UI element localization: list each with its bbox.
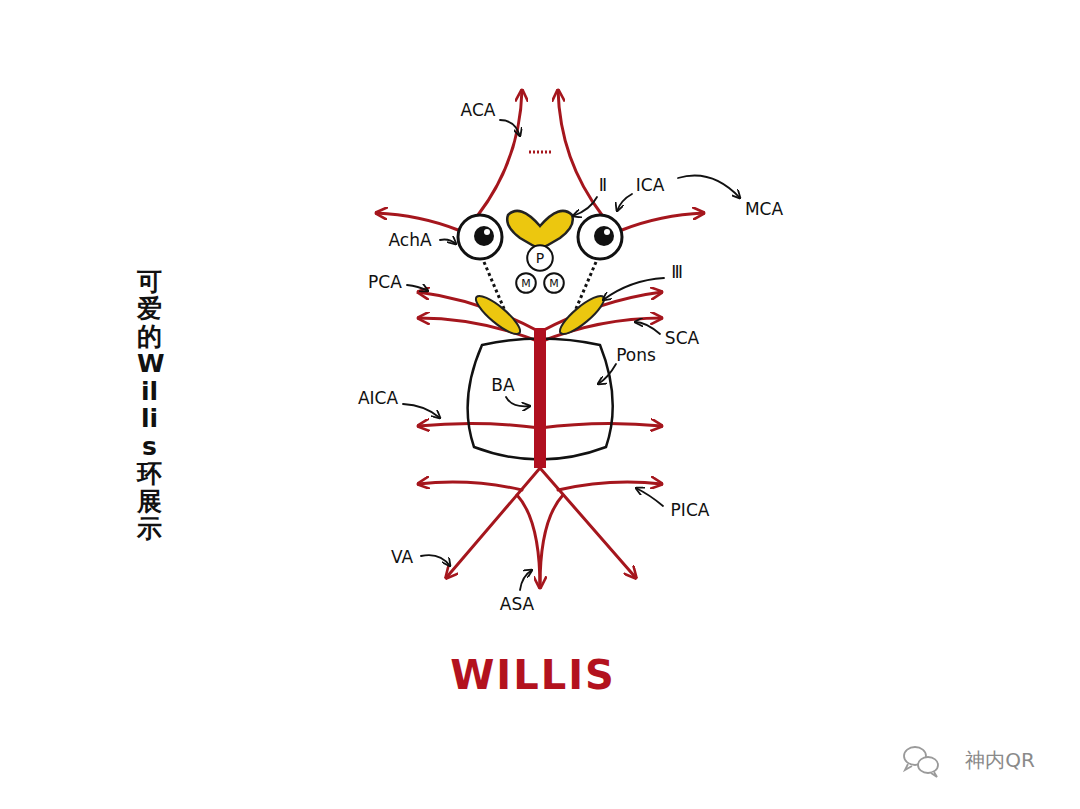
artery-label: ASA [500, 594, 534, 614]
artery-label: MCA [745, 199, 783, 219]
artery-label: SCA [665, 328, 699, 348]
node-text: M [515, 272, 537, 294]
pituitary-circle: P [526, 244, 554, 272]
mammillary-circle: M [543, 272, 565, 294]
artery-label: AchA [388, 230, 431, 250]
nerve-label: Ⅱ [599, 175, 607, 195]
watermark: 神内QR [965, 747, 1035, 774]
artery-label: AICA [358, 388, 398, 408]
artery-label: PCA [368, 272, 402, 292]
structure-label: Pons [616, 345, 656, 365]
leader-lines [403, 120, 740, 590]
nerve-label: Ⅲ [671, 262, 683, 282]
artery-label: PICA [671, 500, 710, 520]
wechat-icon [904, 747, 938, 777]
basilar-artery [534, 328, 546, 468]
oculomotor-nerves [471, 291, 608, 339]
node-text: P [526, 244, 554, 272]
vessels [376, 90, 704, 588]
artery-label: ACA [461, 100, 496, 120]
node-text: M [543, 272, 565, 294]
artery-label: BA [491, 375, 514, 395]
optic-chiasm [507, 211, 573, 248]
diagram-title: WILLIS [450, 652, 616, 698]
artery-label: VA [391, 547, 413, 567]
mammillary-circle: M [515, 272, 537, 294]
artery-label: ICA [636, 175, 665, 195]
vertical-caption: 可爱的Willis环展示 [137, 268, 162, 543]
